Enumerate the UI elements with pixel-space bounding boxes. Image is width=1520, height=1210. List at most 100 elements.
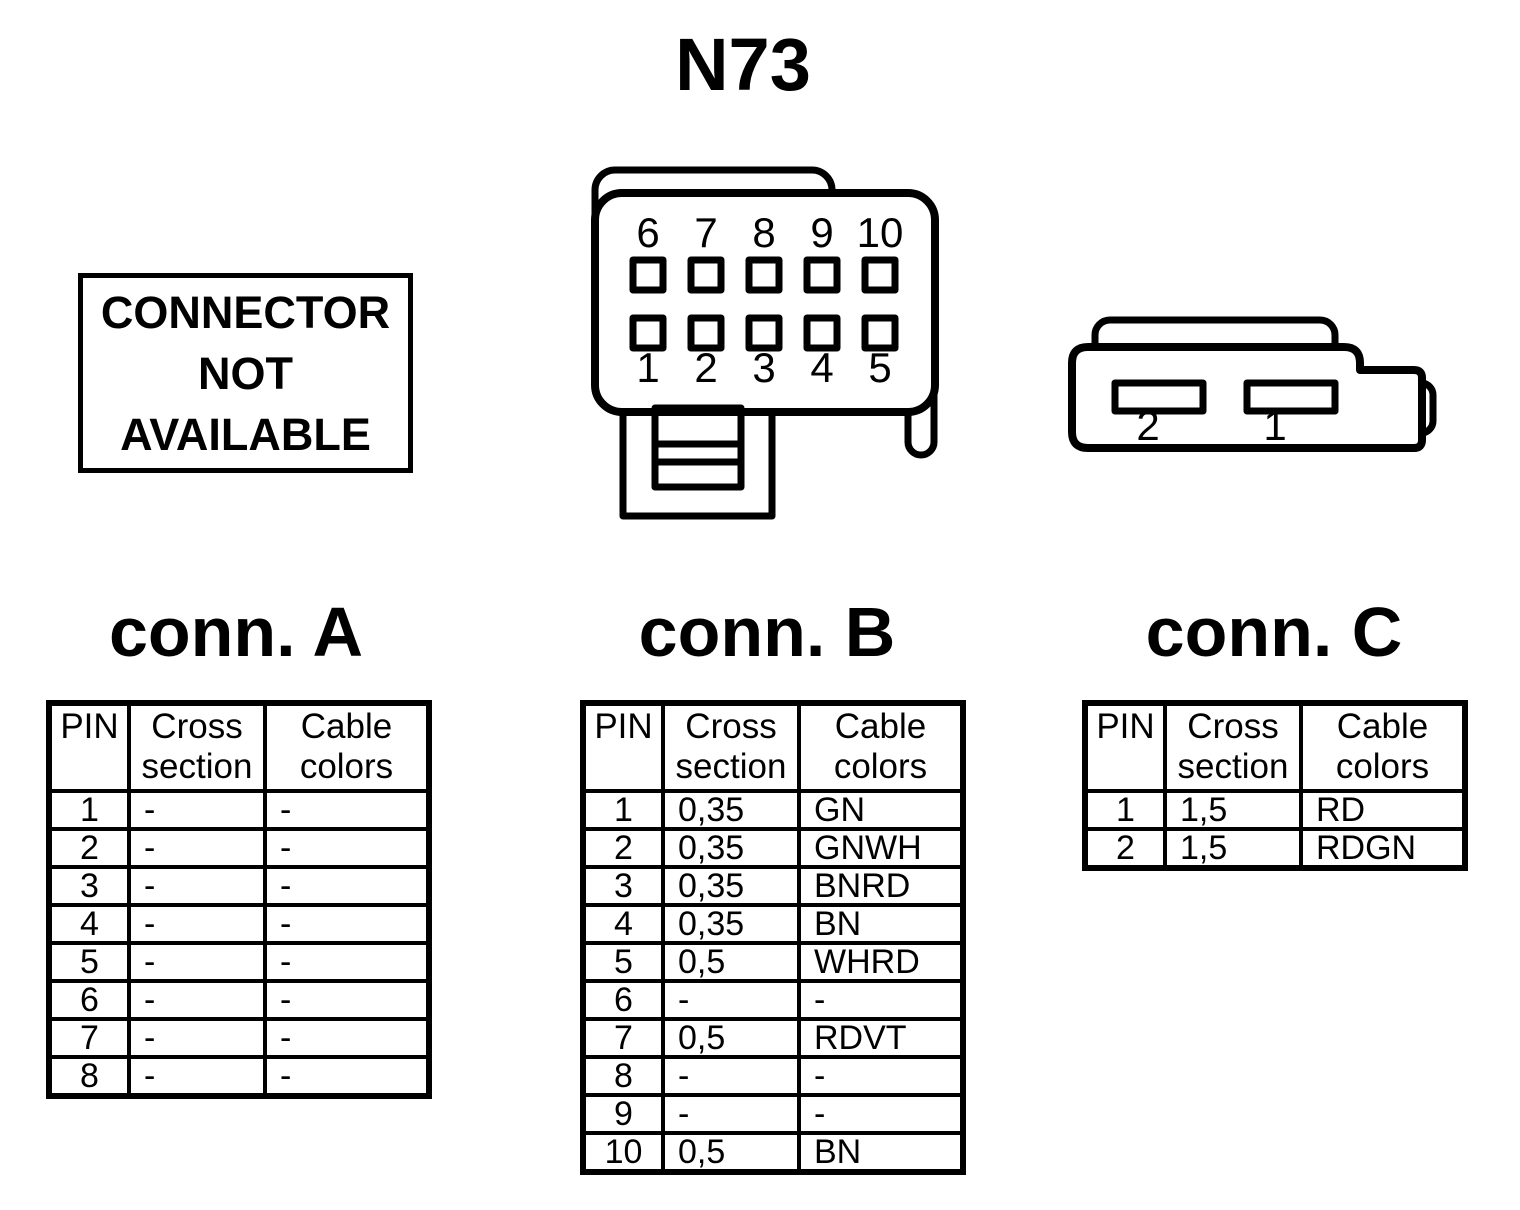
connector-bottom-extension [619,408,776,520]
cable-colors-header: Cable colors [1299,701,1467,793]
cable-colors-cell: RDVT [797,1017,965,1059]
pin-header: PIN [581,701,665,793]
pin-cell: 6 [581,979,665,1021]
pin-cavity [861,256,899,294]
cable-colors-cell: GNWH [797,827,965,869]
pin-number: 2 [1136,402,1159,449]
table-row: 2-- [47,827,431,869]
pin-cell: 5 [47,941,131,983]
pin-header: PIN [47,701,131,793]
cable-colors-cell: - [263,827,431,869]
cross-section-cell: 1,5 [1163,827,1303,870]
pin-cell: 10 [581,1131,665,1174]
cross-section-header: Cross section [127,701,267,793]
table-row: 1-- [47,789,431,831]
pin-cavity [745,256,783,294]
pin-number: 1 [636,344,659,391]
cable-colors-cell: RD [1299,789,1467,831]
connector-body [591,189,939,416]
pin-cavity [803,256,841,294]
cross-section-header: Cross section [661,701,801,793]
pin-number: 4 [810,344,833,391]
connector-not-available-box: CONNECTOR NOT AVAILABLE [78,273,413,473]
cable-colors-cell: - [263,979,431,1021]
table-row: 9-- [581,1093,965,1135]
pin-cell: 8 [581,1055,665,1097]
conn-b-title: conn. B [638,593,896,671]
pin-cell: 6 [47,979,131,1021]
table-row: 4-- [47,903,431,945]
cross-section-cell: - [127,827,267,869]
cable-colors-cell: WHRD [797,941,965,983]
conn-a-title: conn. A [108,593,364,671]
notice-line: NOT [198,347,293,399]
pin-number: 6 [636,209,659,256]
cable-colors-cell: - [263,1055,431,1098]
pin-cell: 1 [47,789,131,831]
cross-section-cell: 0,35 [661,903,801,945]
cross-section-cell: - [661,1093,801,1135]
cable-colors-cell: - [263,1017,431,1059]
cable-colors-cell: - [797,1055,965,1097]
pin-cell: 2 [47,827,131,869]
cable-colors-cell: - [263,789,431,831]
cross-section-cell: 0,35 [661,865,801,907]
cross-section-cell: - [127,903,267,945]
pin-cavity [687,314,725,352]
cable-colors-cell: - [263,941,431,983]
pin-slot [1243,379,1339,415]
cable-colors-cell: BN [797,1131,965,1174]
conn-c-title: conn. C [1145,593,1403,671]
cable-colors-header: Cable colors [263,701,431,793]
cable-colors-cell: RDGN [1299,827,1467,870]
cross-section-header: Cross section [1163,701,1303,793]
pin-cell: 4 [581,903,665,945]
table-row: 6-- [47,979,431,1021]
cable-colors-cell: GN [797,789,965,831]
cross-section-cell: 0,5 [661,1017,801,1059]
cable-colors-cell: BNRD [797,865,965,907]
cross-section-cell: - [127,1017,267,1059]
cable-colors-cell: - [263,865,431,907]
cross-section-cell: - [127,789,267,831]
pin-cell: 3 [581,865,665,907]
cross-section-cell: - [127,1055,267,1098]
connector-c-2pin-drawing: 2 1 [1068,316,1437,452]
pin-cell: 3 [47,865,131,907]
cross-section-cell: 0,35 [661,827,801,869]
cable-colors-cell: BN [797,903,965,945]
pin-number: 9 [810,209,833,256]
table-row: 8-- [581,1055,965,1097]
pin-cell: 5 [581,941,665,983]
cross-section-cell: - [661,979,801,1021]
pin-header: PIN [1083,701,1167,793]
pin-cell: 9 [581,1093,665,1135]
pin-number: 3 [752,344,775,391]
cross-section-cell: - [127,979,267,1021]
cross-section-cell: - [127,865,267,907]
pin-slot [1111,379,1207,415]
pin-number: 5 [868,344,891,391]
notice-line: AVAILABLE [120,408,371,460]
pin-cell: 8 [47,1055,131,1098]
pin-cavity [745,314,783,352]
pin-cell: 2 [1083,827,1167,870]
cable-colors-cell: - [797,1093,965,1135]
cross-section-cell: 0,5 [661,941,801,983]
pin-number: 7 [694,209,717,256]
pin-cell: 2 [581,827,665,869]
table-row: 8-- [47,1055,431,1098]
pin-cell: 1 [1083,789,1167,831]
cross-section-cell: 0,5 [661,1131,801,1174]
pin-number: 1 [1263,402,1286,449]
pin-number: 8 [752,209,775,256]
